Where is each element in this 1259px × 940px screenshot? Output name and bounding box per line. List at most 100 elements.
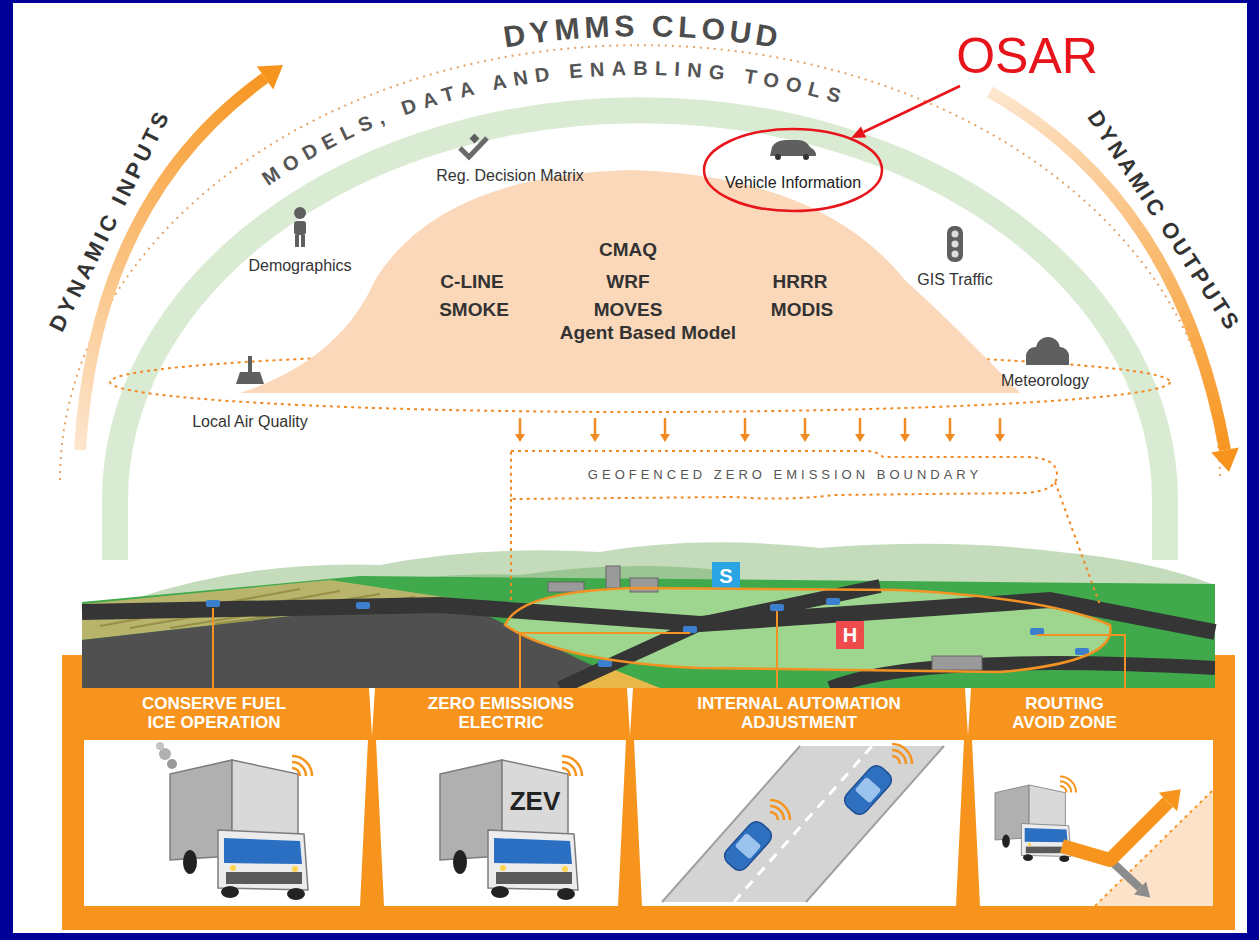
down-arrows-part xyxy=(800,434,810,442)
action-panel: ZERO EMISSIONS ELECTRIC xyxy=(378,690,624,738)
map-marker: S xyxy=(719,565,732,588)
down-arrows-part xyxy=(855,434,865,442)
model-name: MODIS xyxy=(771,299,833,321)
tool-icons-part xyxy=(775,154,781,160)
down-arrows-part xyxy=(740,434,750,442)
down-arrows-part xyxy=(664,418,667,436)
tool-icons-part xyxy=(1026,356,1069,365)
down-arrows-part xyxy=(859,418,862,436)
cloud-subtitle: MODELS, DATA AND ENABLING TOOLS xyxy=(258,57,851,190)
action-frame-part xyxy=(627,688,633,736)
model-name: WRF xyxy=(606,271,649,293)
callout-label: OSAR xyxy=(956,28,1098,86)
panel-illustrations-part xyxy=(170,760,308,900)
panel-illustrations-part xyxy=(995,785,1071,862)
model-dome-outline-part xyxy=(240,170,1020,393)
highlight-ellipse-outline xyxy=(702,127,884,213)
model-name: Agent Based Model xyxy=(560,322,736,344)
panel-illustrations-part xyxy=(156,742,164,750)
panel-title: INTERNAL AUTOMATION ADJUSTMENT xyxy=(679,695,919,732)
landscape-part-part xyxy=(356,602,370,609)
panel-illustrations-part xyxy=(841,762,895,818)
tool-icons-part xyxy=(952,251,959,258)
action-frame-part xyxy=(376,740,626,906)
cloud-subtitle-line: MODELS, DATA AND ENABLING TOOLS xyxy=(258,57,851,190)
action-frame-part xyxy=(965,688,971,736)
action-frame-part xyxy=(369,688,375,736)
tool-icons-part xyxy=(236,372,264,384)
vehicle-badge: ZEV xyxy=(510,787,561,817)
tool-icons-part xyxy=(295,235,299,247)
tool-icons-part xyxy=(294,207,306,219)
landscape-part xyxy=(606,566,620,588)
highlight-ellipse: Vehicle Information xyxy=(702,127,884,213)
panel-title: ROUTING AVOID ZONE xyxy=(1002,695,1127,732)
model-name: MOVES xyxy=(594,299,663,321)
panel-illustrations xyxy=(156,742,1213,906)
tool-icons-part xyxy=(952,231,959,238)
action-frame-part xyxy=(634,740,964,906)
tool-label: Meteorology xyxy=(1001,372,1089,390)
tool-icons-part xyxy=(803,154,809,160)
model-name: CMAQ xyxy=(599,239,657,261)
callout-arrow-part xyxy=(864,86,960,132)
slide-panel xyxy=(13,3,1247,933)
down-arrows-part xyxy=(995,434,1005,442)
landscape-part xyxy=(712,562,740,590)
panel-illustrations-part xyxy=(721,818,775,874)
cloud-title: DYMMS CLOUD xyxy=(501,9,785,54)
map-marker: H xyxy=(843,624,857,647)
action-frame xyxy=(62,655,1235,930)
geofence-zone-outline-part xyxy=(511,451,1057,499)
landscape-part xyxy=(213,608,1125,688)
tool-icons-part xyxy=(301,235,305,247)
landscape-part xyxy=(82,576,1215,688)
panel-illustrations-part xyxy=(1159,789,1181,811)
down-arrows-part xyxy=(519,418,522,436)
down-arrows-part xyxy=(904,418,907,436)
panel-illustrations-part xyxy=(662,746,944,902)
landscape-part xyxy=(836,621,864,649)
callout-arrow-part xyxy=(851,127,866,138)
tool-icons-part xyxy=(947,226,963,262)
cloud-title-line: DYMMS CLOUD xyxy=(501,9,785,54)
geofence-zone: GEOFENCED ZERO EMISSION BOUNDARY xyxy=(505,445,1065,505)
tool-icons-part xyxy=(770,140,816,156)
callout-arrow xyxy=(851,86,960,138)
highlight-ellipse-outline-part xyxy=(704,129,882,211)
tool-icons-part xyxy=(248,356,252,372)
panel-illustrations-part xyxy=(1134,881,1150,897)
panel-illustrations-part xyxy=(662,746,944,902)
tool-icons-part xyxy=(294,221,306,235)
panel-illustrations-part xyxy=(1062,802,1168,860)
action-panel: ROUTING AVOID ZONE xyxy=(974,690,1235,738)
flow-arrows-part xyxy=(257,65,283,89)
panel-title: CONSERVE FUEL ICE OPERATION xyxy=(130,695,298,732)
landscape-part xyxy=(932,656,982,670)
landscape-part-part xyxy=(826,598,840,605)
tool-icons-part xyxy=(470,134,480,144)
panel-illustrations-part xyxy=(1060,776,1076,792)
zone-label: GEOFENCED ZERO EMISSION BOUNDARY xyxy=(588,468,982,483)
action-panel: INTERNAL AUTOMATION ADJUSTMENT xyxy=(636,690,962,738)
panel-illustrations-part xyxy=(562,756,582,776)
tool-icons-part xyxy=(952,241,959,248)
action-panel: CONSERVE FUEL ICE OPERATION xyxy=(62,690,366,738)
landscape-part xyxy=(548,582,584,592)
flow-arrows xyxy=(80,65,1239,472)
model-name: SMOKE xyxy=(439,299,509,321)
down-arrows-part xyxy=(999,418,1002,436)
panel-illustrations-part xyxy=(440,760,578,900)
curved-titles: DYMMS CLOUDMODELS, DATA AND ENABLING TOO… xyxy=(258,9,851,190)
tool-label: Vehicle Information xyxy=(725,174,861,192)
panel-illustrations-part xyxy=(167,759,177,769)
landscape-part-part xyxy=(598,660,612,667)
landscape-part xyxy=(505,588,1111,672)
landscape xyxy=(82,482,1215,688)
down-arrows-part xyxy=(744,418,747,436)
down-arrows-part xyxy=(945,434,955,442)
cloud-dome-part xyxy=(60,45,1220,480)
tool-label: GIS Traffic xyxy=(917,271,992,289)
down-arrows-part xyxy=(594,418,597,436)
